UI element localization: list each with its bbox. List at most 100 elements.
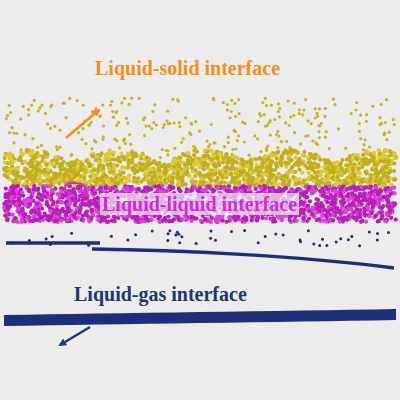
- particle: [67, 174, 71, 178]
- particle: [337, 127, 340, 130]
- particle: [55, 161, 59, 165]
- particle: [373, 162, 377, 166]
- particle: [34, 173, 38, 177]
- particle: [206, 166, 210, 170]
- particle: [226, 156, 230, 160]
- particle: [67, 168, 71, 172]
- particle: [167, 163, 171, 167]
- particle: [23, 160, 27, 164]
- particle: [101, 138, 104, 141]
- particle: [101, 164, 105, 168]
- particle: [284, 161, 288, 165]
- particle: [44, 152, 48, 156]
- particle: [365, 162, 369, 166]
- particle: [166, 153, 169, 156]
- particle: [318, 107, 321, 110]
- particle: [238, 112, 241, 115]
- particle: [70, 177, 74, 181]
- particle: [97, 163, 101, 167]
- particle: [365, 113, 368, 116]
- particle: [181, 175, 185, 179]
- particle: [293, 149, 297, 153]
- particle: [58, 129, 61, 132]
- particle: [270, 104, 273, 107]
- particle: [279, 177, 283, 181]
- particle: [111, 110, 114, 113]
- particle: [62, 102, 65, 105]
- particle: [34, 167, 38, 171]
- particle: [278, 107, 281, 110]
- particle: [322, 158, 326, 162]
- particle: [130, 151, 134, 155]
- particle: [55, 145, 58, 148]
- particle: [357, 167, 361, 171]
- particle: [150, 167, 154, 171]
- particle: [108, 148, 112, 152]
- particle: [326, 166, 330, 170]
- particle: [348, 161, 352, 165]
- particle: [65, 116, 68, 119]
- particle: [182, 137, 185, 140]
- particle: [200, 177, 204, 181]
- particle: [267, 180, 271, 184]
- particle: [31, 180, 35, 184]
- particle: [16, 170, 20, 174]
- particle: [129, 159, 133, 163]
- particle: [43, 173, 47, 177]
- particle: [261, 177, 265, 181]
- particle: [393, 123, 396, 126]
- particle: [128, 133, 131, 136]
- particle: [157, 178, 161, 182]
- particle: [381, 167, 385, 171]
- particle: [190, 122, 193, 125]
- particle: [14, 166, 18, 170]
- particle: [269, 163, 273, 167]
- particle: [178, 121, 181, 124]
- particle: [287, 179, 291, 183]
- particle: [127, 173, 131, 177]
- particle: [166, 110, 169, 113]
- particle: [221, 156, 225, 160]
- particle: [153, 103, 156, 106]
- particle: [93, 139, 96, 142]
- particle: [384, 121, 387, 124]
- particle: [260, 178, 264, 182]
- particle: [70, 154, 73, 157]
- particle: [358, 122, 361, 125]
- particle: [261, 173, 265, 177]
- particle: [297, 157, 301, 161]
- particle: [209, 172, 213, 176]
- particle: [380, 167, 384, 171]
- particle: [81, 127, 84, 130]
- particle: [168, 122, 171, 125]
- particle: [227, 136, 230, 139]
- particle: [162, 126, 165, 129]
- particle: [332, 98, 335, 101]
- particle: [316, 143, 319, 146]
- particle: [327, 160, 331, 164]
- particle: [228, 167, 232, 171]
- particle: [339, 166, 343, 170]
- particle: [8, 131, 11, 134]
- particle: [293, 131, 296, 134]
- particle: [248, 154, 251, 157]
- particle: [108, 170, 112, 174]
- particle: [117, 175, 121, 179]
- particle: [293, 102, 296, 105]
- particle: [42, 160, 46, 164]
- particle: [333, 166, 337, 170]
- particle: [120, 155, 124, 159]
- particle: [392, 118, 395, 121]
- particle: [378, 152, 382, 156]
- particle: [259, 150, 262, 153]
- particle: [254, 157, 258, 161]
- particle: [126, 152, 130, 156]
- particle: [256, 169, 260, 173]
- particle: [107, 167, 111, 171]
- particle: [277, 110, 280, 113]
- particle: [17, 178, 21, 182]
- particle: [87, 161, 91, 165]
- particle: [226, 161, 230, 165]
- particle: [145, 156, 149, 160]
- particle: [302, 153, 306, 157]
